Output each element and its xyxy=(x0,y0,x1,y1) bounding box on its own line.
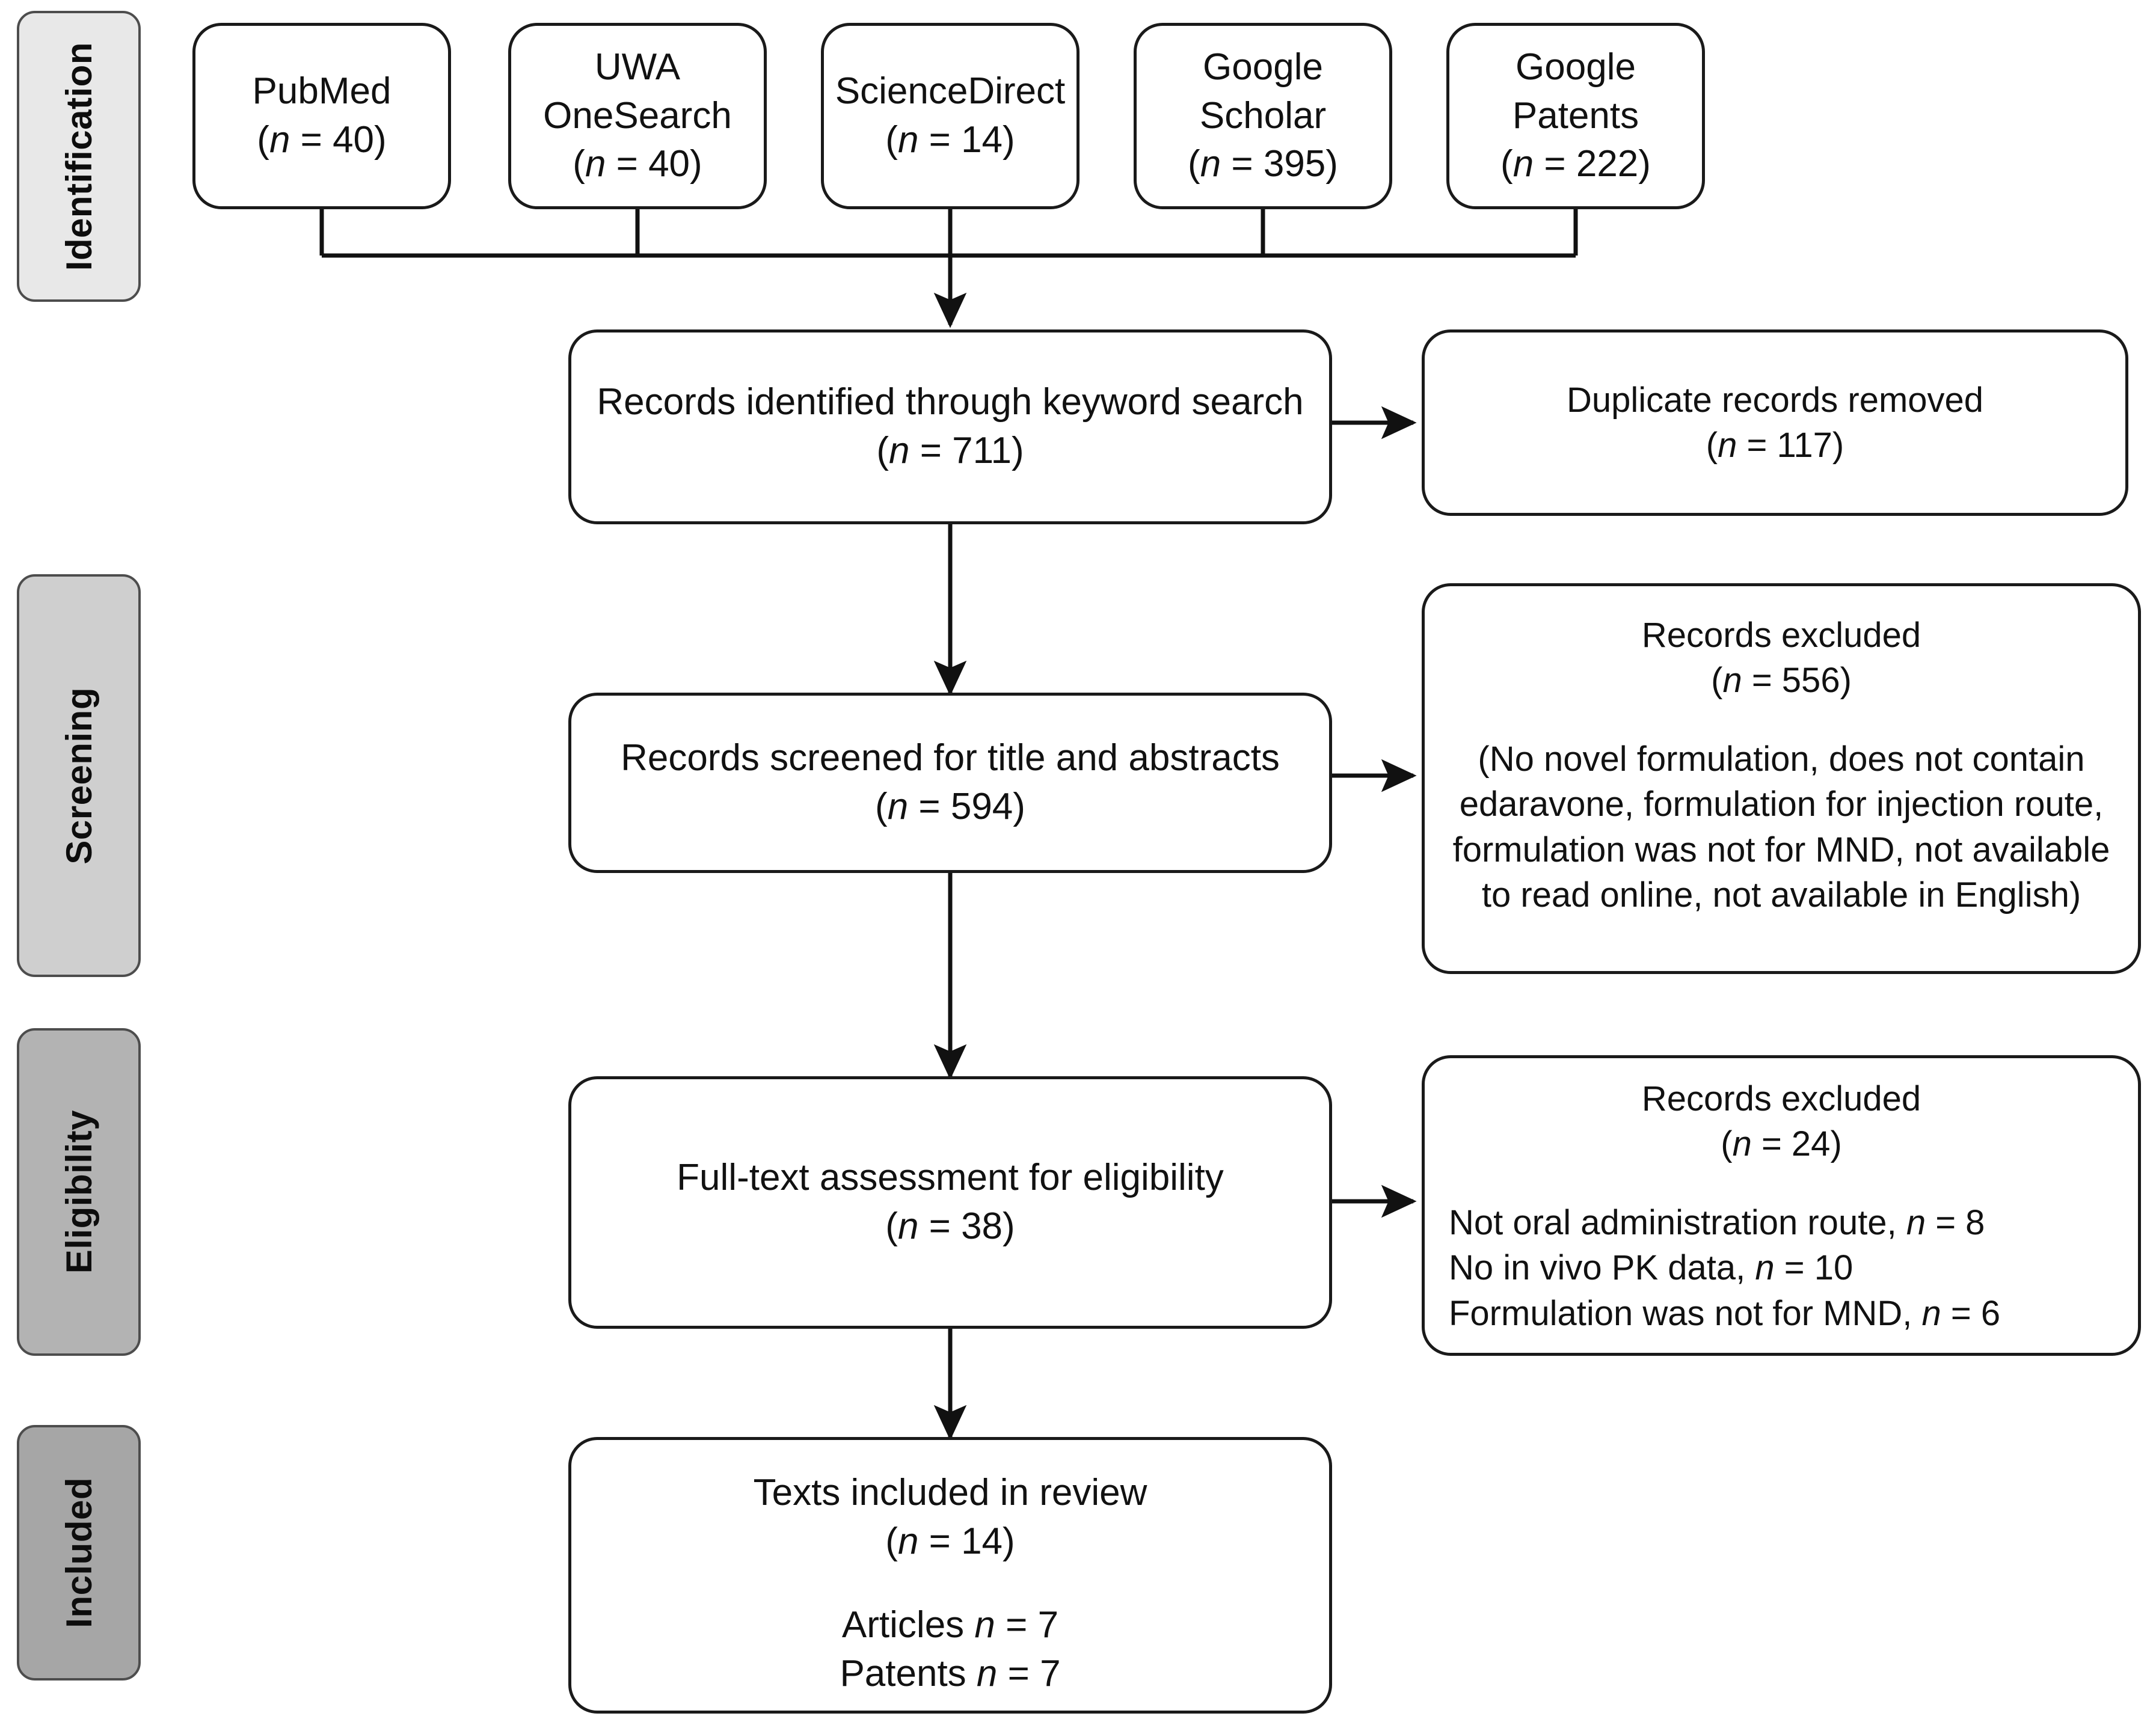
records-identified-title: Records identified through keyword searc… xyxy=(597,381,1304,423)
stage-label-included: Included xyxy=(17,1425,141,1681)
box-texts-included: Texts included in review (n = 14) Articl… xyxy=(568,1437,1332,1714)
stage-label-identification: Identification xyxy=(17,11,141,302)
source-box-sciencedirect: ScienceDirect (n = 14) xyxy=(821,23,1080,209)
excluded-eligibility-reason-1: Not oral administration route, n = 8 xyxy=(1449,1200,2000,1245)
breakdown-patents-count: n = 7 xyxy=(976,1652,1061,1694)
reason-1-count: n = 8 xyxy=(1906,1203,1985,1242)
breakdown-patents-label: Patents xyxy=(840,1652,966,1694)
excluded-screening-title: Records excluded xyxy=(1641,616,1921,655)
box-duplicate-records-removed: Duplicate records removed (n = 117) xyxy=(1422,329,2128,516)
box-records-excluded-screening: Records excluded (n = 556) (No novel for… xyxy=(1422,583,2141,974)
stage-label-eligibility: Eligibility xyxy=(17,1028,141,1356)
excluded-eligibility-reason-2: No in vivo PK data, n = 10 xyxy=(1449,1245,2000,1290)
source-google-scholar-name-line1: Google xyxy=(1203,46,1323,88)
reason-2-label: No in vivo PK data, xyxy=(1449,1248,1746,1288)
source-uwa-name-line2: OneSearch xyxy=(543,94,732,136)
breakdown-patents: Patents n = 7 xyxy=(840,1650,1060,1699)
breakdown-articles-count: n = 7 xyxy=(974,1604,1059,1646)
breakdown-articles: Articles n = 7 xyxy=(840,1601,1060,1650)
box-records-excluded-eligibility: Records excluded (n = 24) Not oral admin… xyxy=(1422,1055,2141,1356)
source-box-google-patents: Google Patents (n = 222) xyxy=(1446,23,1705,209)
texts-included-title: Texts included in review xyxy=(753,1472,1147,1513)
source-google-patents-name-line1: Google xyxy=(1516,46,1636,88)
reason-3-label: Formulation was not for MND, xyxy=(1449,1293,1912,1333)
stage-label-screening: Screening xyxy=(17,574,141,977)
source-box-uwa-onesearch: UWA OneSearch (n = 40) xyxy=(508,23,767,209)
excluded-eligibility-count: (n = 24) xyxy=(1721,1124,1842,1164)
excluded-screening-count: (n = 556) xyxy=(1711,661,1852,700)
source-uwa-name-line1: UWA xyxy=(594,46,681,88)
excluded-eligibility-reason-list: Not oral administration route, n = 8 No … xyxy=(1440,1200,2000,1336)
source-google-scholar-name-line2: Scholar xyxy=(1199,94,1327,136)
duplicates-removed-title: Duplicate records removed xyxy=(1566,380,1984,420)
source-box-google-scholar: Google Scholar (n = 395) xyxy=(1134,23,1392,209)
box-records-screened: Records screened for title and abstracts… xyxy=(568,693,1332,873)
source-sciencedirect-count: (n = 14) xyxy=(885,119,1015,161)
reason-3-count: n = 6 xyxy=(1921,1293,2001,1333)
duplicates-removed-count: (n = 117) xyxy=(1706,426,1844,465)
texts-included-breakdown: Articles n = 7 Patents n = 7 xyxy=(840,1601,1060,1698)
source-box-pubmed: PubMed (n = 40) xyxy=(192,23,451,209)
stage-label-included-text: Included xyxy=(58,1477,99,1628)
fulltext-title: Full-text assessment for eligibility xyxy=(677,1157,1224,1199)
records-screened-count: (n = 594) xyxy=(875,786,1025,827)
stage-label-eligibility-text: Eligibility xyxy=(58,1110,99,1274)
source-pubmed-count: (n = 40) xyxy=(257,119,387,161)
reason-1-label: Not oral administration route, xyxy=(1449,1203,1897,1242)
stage-label-identification-text: Identification xyxy=(58,41,99,271)
excluded-eligibility-title: Records excluded xyxy=(1641,1079,1921,1118)
source-uwa-count: (n = 40) xyxy=(573,143,702,185)
source-google-scholar-count: (n = 395) xyxy=(1188,143,1338,185)
texts-included-count: (n = 14) xyxy=(885,1520,1015,1562)
source-google-patents-count: (n = 222) xyxy=(1500,143,1651,185)
stage-label-screening-text: Screening xyxy=(58,687,99,865)
excluded-eligibility-reason-3: Formulation was not for MND, n = 6 xyxy=(1449,1291,2000,1336)
fulltext-count: (n = 38) xyxy=(885,1206,1015,1247)
excluded-screening-reasons: (No novel formulation, does not contain … xyxy=(1452,739,2110,915)
reason-2-count: n = 10 xyxy=(1755,1248,1853,1288)
box-fulltext-assessment: Full-text assessment for eligibility (n … xyxy=(568,1076,1332,1329)
source-pubmed-name: PubMed xyxy=(252,70,392,112)
breakdown-articles-label: Articles xyxy=(841,1604,965,1646)
box-records-identified: Records identified through keyword searc… xyxy=(568,329,1332,524)
source-google-patents-name-line2: Patents xyxy=(1512,94,1639,136)
records-identified-count: (n = 711) xyxy=(876,430,1024,471)
records-screened-title: Records screened for title and abstracts xyxy=(621,737,1280,779)
source-sciencedirect-name: ScienceDirect xyxy=(835,70,1066,112)
